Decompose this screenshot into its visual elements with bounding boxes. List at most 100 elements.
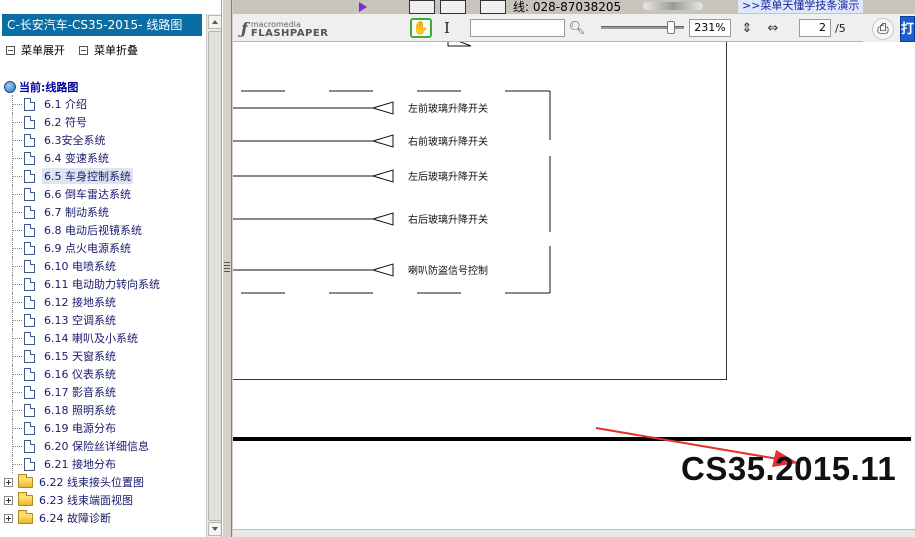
print-button[interactable]: ⎙	[872, 18, 894, 40]
tree-item[interactable]: 6.1 介绍	[4, 95, 206, 113]
page-bottom-edge	[233, 529, 915, 537]
connector-triangle	[447, 42, 472, 47]
expand-plus-icon[interactable]	[4, 513, 13, 523]
fit-width-button[interactable]: ⇔	[764, 18, 782, 38]
tree-guide-line	[12, 239, 22, 257]
tree-item[interactable]: 6.7 制动系统	[4, 203, 206, 221]
menu-collapse-button[interactable]: 菜单折叠	[79, 42, 138, 58]
menu-expand-button[interactable]: 菜单展开	[6, 42, 65, 58]
tree-item[interactable]: 6.15 天窗系统	[4, 347, 206, 365]
tree-item[interactable]: 6.16 仪表系统	[4, 365, 206, 383]
zoom-slider-thumb[interactable]	[667, 21, 675, 34]
switch-label: 左前玻璃升降开关	[408, 102, 488, 115]
collapse-icon	[79, 45, 88, 55]
document-icon	[24, 223, 35, 237]
fit-height-button[interactable]: ⇕	[738, 18, 756, 38]
printer-icon: ⎙	[877, 21, 889, 37]
tree-guide-line	[12, 455, 22, 473]
tree-item[interactable]: 6.20 保险丝详细信息	[4, 437, 206, 455]
tree-item[interactable]: 6.13 空调系统	[4, 311, 206, 329]
window-button[interactable]	[409, 0, 435, 14]
text-select-button[interactable]: I	[440, 18, 454, 38]
tree-guide-line	[12, 365, 22, 383]
switch-label: 喇叭防盗信号控制	[408, 264, 488, 277]
tree-item[interactable]: 6.12 接地系统	[4, 293, 206, 311]
scroll-up-icon[interactable]	[208, 15, 221, 29]
flashpaper-logo-icon: ƒ	[241, 19, 248, 38]
tree-item[interactable]: 6.5 车身控制系统	[4, 167, 206, 185]
page-frame: 左前玻璃升降开关 右前玻璃升降开关 左后玻璃升降开关 右后玻璃升降开关 喇叭防盗…	[233, 42, 727, 380]
folder-icon	[18, 509, 33, 524]
tree-item[interactable]: 6.21 接地分布	[4, 455, 206, 473]
document-icon	[24, 169, 35, 183]
expand-plus-icon[interactable]	[4, 495, 13, 505]
zoom-slider-track[interactable]	[601, 26, 684, 29]
document-icon	[24, 421, 35, 435]
tree-guide-line	[12, 293, 22, 311]
tree-item[interactable]: 6.6 倒车雷达系统	[4, 185, 206, 203]
tree-guide-line	[12, 95, 22, 113]
tree-guide-line	[12, 329, 22, 347]
tree-folder[interactable]: 6.23 线束端面视图	[4, 491, 206, 509]
tree-folder[interactable]: 6.24 故障诊断	[4, 509, 206, 527]
hand-tool-button[interactable]: ✋	[410, 18, 432, 38]
brand-big-text: FLASHPAPER	[250, 27, 329, 39]
tree-item-label: 6.17 影音系统	[44, 386, 116, 399]
wire-row-4	[233, 212, 394, 226]
tree-item[interactable]: 6.19 电源分布	[4, 419, 206, 437]
tree-scrollbar[interactable]	[206, 14, 221, 537]
tree-item[interactable]: 6.4 变速系统	[4, 149, 206, 167]
tree-item-label: 6.5 车身控制系统	[42, 168, 133, 184]
document-icon	[24, 313, 35, 327]
tree-guide-line	[12, 113, 22, 131]
tree-item[interactable]: 6.17 影音系统	[4, 383, 206, 401]
tree-root[interactable]: 当前:线路图	[4, 78, 206, 95]
tree-item[interactable]: 6.11 电动助力转向系统	[4, 275, 206, 293]
tree-item-label: 6.3安全系统	[44, 134, 106, 147]
folder-icon	[18, 473, 33, 488]
tree-item[interactable]: 6.18 照明系统	[4, 401, 206, 419]
tree-guide-line	[12, 221, 22, 239]
tree-item-label: 6.10 电喷系统	[44, 260, 116, 273]
tree-guide-line	[12, 311, 22, 329]
tree-item-label: 6.21 接地分布	[44, 458, 116, 471]
window-button[interactable]	[480, 0, 506, 14]
overlay-button[interactable]: 打	[900, 16, 915, 42]
tree-item[interactable]: 6.14 喇叭及小系统	[4, 329, 206, 347]
wire-row-5	[233, 263, 394, 277]
tree-guide-line	[12, 275, 22, 293]
document-viewport[interactable]: 左前玻璃升降开关 右前玻璃升降开关 左后玻璃升降开关 右后玻璃升降开关 喇叭防盗…	[233, 42, 915, 537]
navigation-panel: C-长安汽车-CS35-2015- 线路图 菜单展开 菜单折叠 当前:线路图 6…	[0, 0, 222, 537]
marquee-link[interactable]: >>菜单天懂学技条演示	[738, 0, 864, 13]
document-icon	[24, 367, 35, 381]
tree-item[interactable]: 6.8 电动后视镜系统	[4, 221, 206, 239]
tree-guide-line	[12, 419, 22, 437]
tree-guide-line	[12, 257, 22, 275]
panel-splitter[interactable]	[222, 0, 232, 537]
window-button[interactable]	[440, 0, 466, 14]
page-total: /5	[835, 22, 846, 35]
document-icon	[24, 97, 35, 111]
zoom-level-field[interactable]: 231%	[689, 19, 731, 37]
tree-item[interactable]: 6.3安全系统	[4, 131, 206, 149]
page-number-field[interactable]: 2	[799, 19, 831, 37]
tree-item[interactable]: 6.9 点火电源系统	[4, 239, 206, 257]
tree-folder[interactable]: 6.22 线束接头位置图	[4, 473, 206, 491]
tree-item[interactable]: 6.10 电喷系统	[4, 257, 206, 275]
expand-plus-icon[interactable]	[4, 477, 13, 487]
flashpaper-toolbar: ƒ macromedia FLASHPAPER ✋ I 🔍︎ 231% ⇕ ⇔ …	[233, 14, 915, 42]
document-icon	[24, 277, 35, 291]
page-rule	[233, 437, 911, 441]
tree-item-label: 6.19 电源分布	[44, 422, 116, 435]
tree-guide-line	[12, 203, 22, 221]
search-button[interactable]: 🔍︎	[569, 18, 586, 38]
search-input[interactable]	[470, 19, 565, 37]
scroll-down-icon[interactable]	[208, 522, 221, 536]
tree-item[interactable]: 6.2 符号	[4, 113, 206, 131]
tree-root-label: 当前:线路图	[19, 80, 79, 94]
tree-item-label: 6.15 天窗系统	[44, 350, 116, 363]
scrollbar-thumb[interactable]	[208, 31, 221, 521]
